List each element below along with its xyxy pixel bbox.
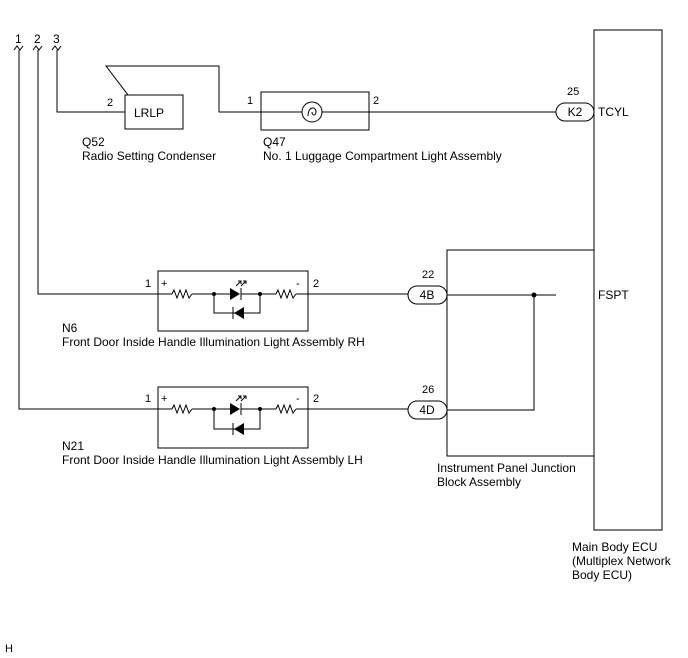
wire-terminal-1 [18,50,158,410]
junction-4d-wire [447,295,535,411]
connector-4b [407,285,448,305]
n6-plus: + [161,278,167,290]
page-marker: H [5,643,13,655]
wire-terminal-3 [56,50,125,113]
junction-label-line2: Block Assembly [437,475,521,489]
ecu-label-line2: (Multiplex Network [572,554,672,568]
q47-code: Q47 [263,135,286,149]
junction-label-line1: Instrument Panel Junction [437,461,576,475]
q52-pin: 2 [107,97,113,109]
junction-block-box [446,249,595,457]
q52-inner-label: LRLP [134,106,164,120]
q47-pin-left: 1 [247,95,253,107]
bulb-icon [301,101,323,123]
q47-pin-right: 2 [373,95,379,107]
ecu-label-line1: Main Body ECU [572,540,657,554]
n21-led-circuit-icon [158,395,308,435]
n21-code: N21 [62,439,84,453]
c4b-pin-number: 22 [422,269,434,281]
k2-pin-number: 25 [567,86,579,98]
terminal-1-tick [13,45,24,51]
n21-pin-left: 1 [145,393,151,405]
connector-4b-label: 4B [420,288,435,302]
terminal-2-tick [32,45,43,51]
connector-k2 [555,102,595,122]
terminal-1-label: 1 [15,32,22,46]
q47-box [260,91,370,131]
n6-name: Front Door Inside Handle Illumination Li… [62,335,365,349]
n21-pin-right: 2 [313,393,319,405]
q52-box [124,94,184,130]
terminal-3-tick [51,45,62,51]
q52-code: Q52 [82,135,105,149]
n21-name: Front Door Inside Handle Illumination Li… [62,453,363,467]
n21-box [157,386,309,449]
connector-k2-label: K2 [568,105,583,119]
c4d-pin-number: 26 [422,384,434,396]
n21-minus: - [296,393,300,405]
connector-4d [407,400,448,420]
n21-plus: + [161,393,167,405]
n6-minus: - [296,278,300,290]
wire-terminal-2 [37,50,158,295]
terminal-2-label: 2 [34,32,41,46]
q52-name: Radio Setting Condenser [82,149,216,163]
n6-pin-left: 1 [145,278,151,290]
ecu-label-line3: Body ECU) [572,568,632,582]
n6-box [157,270,309,332]
signal-tcyl: TCYL [598,105,629,119]
q52-q47-wire [104,65,261,113]
q47-name: No. 1 Luggage Compartment Light Assembly [263,149,502,163]
bulb-filament [307,107,317,117]
signal-fspt: FSPT [598,288,629,302]
connector-4d-label: 4D [419,403,435,417]
n6-led-circuit-icon [158,280,308,319]
main-body-ecu-box [593,29,663,531]
n6-pin-right: 2 [313,278,319,290]
n6-code: N6 [62,321,78,335]
terminal-3-label: 3 [53,32,60,46]
